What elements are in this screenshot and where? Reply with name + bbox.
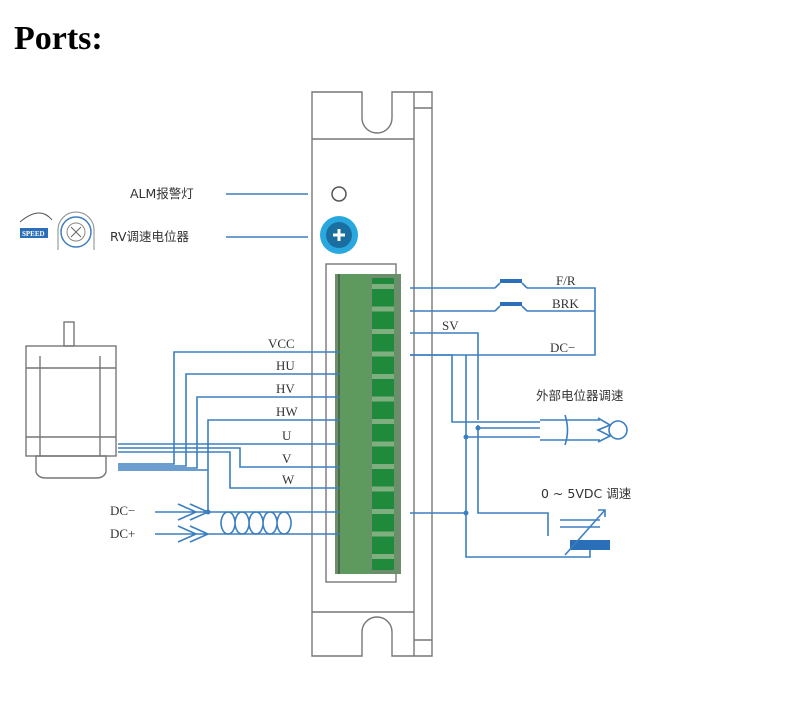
motor-wires: [118, 351, 340, 513]
terminal-block: [335, 274, 401, 574]
alm-led-icon: [331, 186, 347, 202]
analog-speed-label: 0 ~ 5VDC 调速: [541, 486, 632, 501]
pin-label-hw: HW: [276, 404, 298, 419]
driver-housing: [311, 91, 433, 657]
sv-label: SV: [442, 318, 459, 333]
terminal-pin: [372, 554, 394, 559]
page-title: Ports:: [14, 20, 103, 57]
terminal-pin: [372, 509, 394, 514]
fr-label: F/R: [556, 273, 576, 288]
pin-label-vcc: VCC: [268, 336, 295, 351]
terminal-pin: [372, 419, 394, 424]
dcm-label: DC−: [550, 340, 575, 355]
pin-label-w: W: [282, 472, 295, 487]
terminal-pin: [372, 306, 394, 312]
right-wiring: [410, 279, 628, 558]
terminal-pin: [372, 464, 394, 469]
rv-label: RV调速电位器: [110, 229, 190, 244]
terminal-pin: [372, 284, 394, 289]
pin-label-v: V: [282, 451, 292, 466]
alm-label: ALM报警灯: [130, 186, 194, 201]
terminal-pin: [372, 486, 394, 492]
terminal-pin: [372, 531, 394, 537]
terminal-pin: [372, 351, 394, 357]
external-pot-icon: [608, 420, 628, 440]
bldc-motor: [25, 321, 117, 479]
choke-coil-icon: [220, 511, 292, 535]
speed-dial-icon: SPEED: [19, 211, 95, 250]
pin-label-hu: HU: [276, 358, 295, 373]
terminal-pin: [372, 441, 394, 447]
terminal-pin: [372, 329, 394, 334]
rv-knob-icon[interactable]: [320, 216, 358, 254]
brk-label: BRK: [552, 296, 579, 311]
svg-text:SPEED: SPEED: [22, 230, 45, 238]
pin-label-hv: HV: [276, 381, 295, 396]
ext-pot-label: 外部电位器调速: [536, 388, 624, 403]
dc-plus-label: DC+: [110, 526, 135, 541]
pin-label-u: U: [282, 428, 292, 443]
dc-minus-label: DC−: [110, 503, 135, 518]
terminal-pin: [372, 374, 394, 379]
terminal-pin: [372, 396, 394, 402]
